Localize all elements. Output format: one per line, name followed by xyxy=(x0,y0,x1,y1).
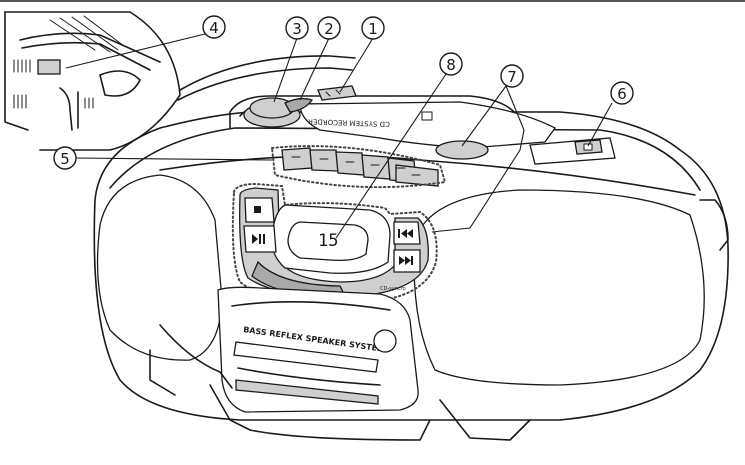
play-pause-icon xyxy=(252,234,265,244)
cd-syncro-label: CD-syncro xyxy=(380,286,406,292)
cd-controls-highlight xyxy=(231,182,438,304)
open-close-button xyxy=(435,140,489,160)
callout-1: 1 xyxy=(361,16,385,40)
leader-3 xyxy=(273,37,298,103)
cassette-window-hole xyxy=(373,329,397,353)
cassette-slot xyxy=(235,379,379,405)
cd-lid-icon xyxy=(421,111,433,121)
tape-key-4 xyxy=(361,154,391,180)
callout-4: 4 xyxy=(202,15,226,39)
callout-5-label: 5 xyxy=(60,150,70,168)
leader-8 xyxy=(335,73,447,239)
tape-key-1 xyxy=(281,147,313,171)
source-selector xyxy=(284,97,314,113)
display-value: 15 xyxy=(318,231,338,251)
right-speaker xyxy=(413,189,705,386)
callout-6-label: 6 xyxy=(617,85,627,103)
leader-lines xyxy=(65,33,613,239)
leader-6 xyxy=(587,102,613,147)
callout-5: 5 xyxy=(53,146,77,170)
leader-4 xyxy=(65,33,206,69)
cd-control-panel: 15 CD-sy xyxy=(239,187,429,298)
boombox-body: CD SYSTEM RECORDER xyxy=(93,85,729,441)
callout-7-label: 7 xyxy=(507,68,517,86)
skip-back-icon xyxy=(398,229,413,238)
leader-5 xyxy=(75,157,273,161)
callout-2: 2 xyxy=(317,16,341,40)
leader-1 xyxy=(339,37,374,93)
source-switch xyxy=(317,85,357,101)
callout-8: 8 xyxy=(439,52,463,76)
callout-6: 6 xyxy=(610,81,634,105)
stop-icon xyxy=(254,206,261,213)
inset-detail xyxy=(4,11,356,151)
cd-lid-text: CD SYSTEM RECORDER xyxy=(308,117,390,128)
cassette-door xyxy=(233,341,379,373)
display-window xyxy=(287,221,369,262)
callout-3: 3 xyxy=(285,16,309,40)
skip-forward-icon xyxy=(399,256,413,265)
leader-2 xyxy=(299,37,330,101)
dc-socket xyxy=(37,59,61,75)
left-speaker xyxy=(96,174,223,361)
callout-4-label: 4 xyxy=(209,19,219,37)
callout-3-label: 3 xyxy=(292,20,302,38)
cassette-deck xyxy=(217,286,419,413)
tape-keys xyxy=(281,147,439,187)
leader-7 xyxy=(431,85,525,233)
tape-key-2 xyxy=(309,149,339,172)
tape-keys-highlight xyxy=(270,145,447,189)
tape-key-3 xyxy=(335,151,365,176)
callout-7: 7 xyxy=(500,64,524,88)
callout-2-label: 2 xyxy=(324,20,334,38)
callout-1-label: 1 xyxy=(368,20,378,38)
callout-8-label: 8 xyxy=(446,56,456,74)
